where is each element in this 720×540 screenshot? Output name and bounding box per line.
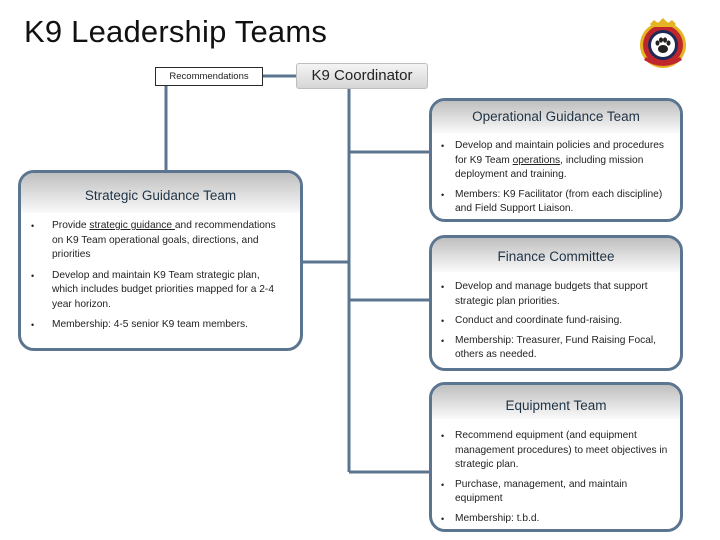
connector-recommendations-strategic — [155, 74, 168, 173]
finance-committee-box: Finance Committee Develop and manage bud… — [429, 235, 683, 371]
paw-badge-icon — [640, 18, 686, 68]
page-title: K9 Leadership Teams — [24, 14, 328, 49]
list-item: Develop and manage budgets that support … — [438, 280, 670, 309]
operational-guidance-team-title: Operational Guidance Team — [432, 101, 680, 133]
strategic-guidance-team-title: Strategic Guidance Team — [21, 173, 300, 213]
operational-guidance-list: Develop and maintain policies and proced… — [438, 139, 670, 222]
list-item: Conduct and coordinate fund-raising. — [438, 314, 670, 329]
list-item: Membership: t.b.d. — [438, 512, 670, 527]
strategic-guidance-team-box: Strategic Guidance Team Provide strategi… — [18, 170, 303, 351]
equipment-team-box: Equipment Team Recommend equipment (and … — [429, 382, 683, 532]
equipment-team-list: Recommend equipment (and equipment manag… — [438, 429, 670, 531]
finance-committee-list: Develop and manage budgets that support … — [438, 280, 670, 368]
list-item: Recommend equipment (and equipment manag… — [438, 429, 670, 473]
list-item: Purchase, management, and maintain equip… — [438, 478, 670, 507]
k9-coordinator-box: K9 Coordinator — [296, 63, 428, 89]
equipment-team-title: Equipment Team — [432, 385, 680, 419]
list-item: Membership: Treasurer, Fund Raising Foca… — [438, 334, 670, 363]
finance-committee-title: Finance Committee — [432, 238, 680, 272]
list-item: Members: K9 Facilitator (from each disci… — [438, 188, 670, 217]
operational-guidance-team-box: Operational Guidance Team Develop and ma… — [429, 98, 683, 222]
strategic-guidance-list: Provide strategic guidance and recommend… — [27, 219, 288, 339]
list-item: Membership: 4-5 senior K9 team members. — [27, 318, 288, 333]
list-item: Develop and maintain K9 Team strategic p… — [27, 269, 288, 313]
list-item: Develop and maintain policies and proced… — [438, 139, 670, 183]
list-item: Provide strategic guidance and recommend… — [27, 219, 288, 263]
recommendations-box: Recommendations — [155, 67, 263, 86]
